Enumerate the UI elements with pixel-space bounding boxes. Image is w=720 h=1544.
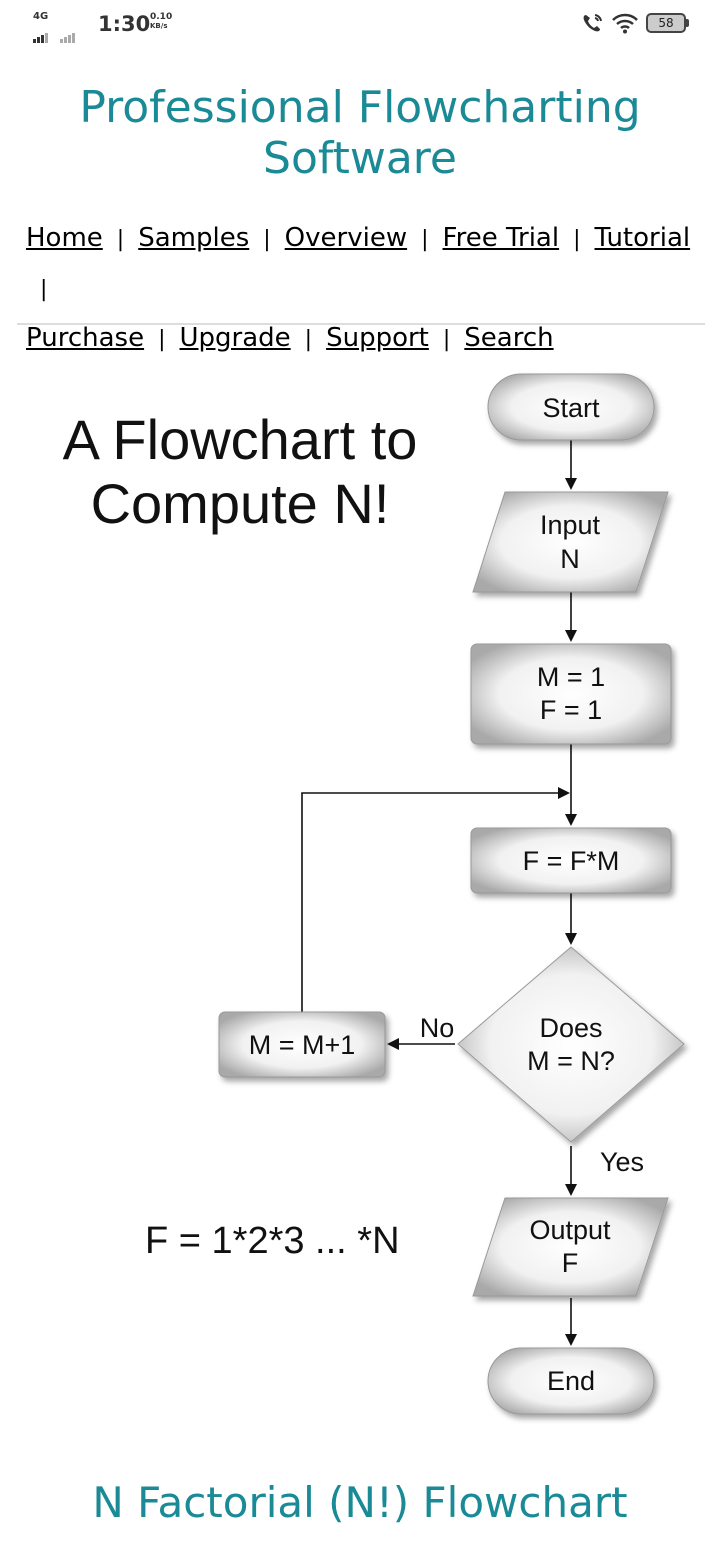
speed-unit: KB/s [150,22,168,30]
start-label: Start [542,393,600,423]
status-bar: 4G 1:30 0.10 KB/s 58 [0,0,720,50]
multiply-label: F = F*M [523,846,620,876]
nav-separator: | [116,227,125,252]
output-label-line2: F [562,1248,579,1278]
section-title: N Factorial (N!) Flowchart [92,1478,628,1527]
input-node: Input N [472,491,669,593]
nav-link-purchase[interactable]: Purchase [26,323,145,353]
end-label: End [547,1366,595,1396]
battery-icon: 58 [646,13,689,33]
end-terminal-shape [487,1347,655,1415]
flowchart-heading-line2: Compute N! [90,472,390,535]
init-node: M = 1 F = 1 [470,643,672,745]
signal-icon [33,24,76,43]
nav-link-samples[interactable]: Samples [138,223,250,253]
multiply-node: F = F*M [470,827,672,894]
output-node: Output F [472,1197,669,1297]
multiply-process-shape [470,827,672,894]
header-divider [17,323,705,325]
wifi-call-icon [583,14,602,32]
start-terminal-shape [487,373,655,441]
yes-branch-label: Yes [600,1147,644,1177]
input-label-line2: N [560,544,580,574]
network-type: 4G [33,11,49,22]
arrow-loop-back [301,787,570,1012]
factorial-formula: F = 1*2*3 ... *N [145,1220,400,1262]
flowchart-heading-line1: A Flowchart to [62,408,418,471]
speed-value: 0.10 [150,12,173,22]
nav-separator: | [40,277,48,302]
flowchart-heading: A Flowchart to Compute N! [40,408,440,536]
wifi-icon [612,13,638,34]
nav-link-support[interactable]: Support [326,323,429,353]
input-parallelogram-shape [472,491,669,593]
init-process-shape [470,643,672,745]
decision-label-line2: M = N? [527,1046,615,1076]
network-speed: 0.10 KB/s [150,13,172,31]
input-label-line1: Input [540,510,601,540]
page-title: Professional Flowcharting Software [0,82,720,184]
battery-level: 58 [658,16,674,30]
init-label-line1: M = 1 [537,662,605,692]
increment-label: M = M+1 [249,1030,356,1060]
decision-node: Does M = N? [457,946,685,1143]
output-label-line1: Output [529,1215,611,1245]
nav-separator: | [263,227,271,252]
nav-separator: | [158,327,166,352]
nav-separator: | [304,327,313,352]
decision-label-line1: Does [539,1013,602,1043]
increment-node: M = M+1 [218,1011,386,1078]
init-label-line2: F = 1 [540,695,602,725]
flowchart-connectors [301,440,577,1346]
no-branch-label: No [420,1013,455,1043]
nav-link-home[interactable]: Home [26,223,103,253]
nav-separator: | [573,227,581,252]
end-node: End [487,1347,655,1415]
status-icons: 58 [580,12,689,34]
nav-menu: Home | Samples | Overview | Free Trial | Tutoria… [26,214,716,364]
nav-link-overview[interactable]: Overview [284,223,408,253]
flowchart-diagram: Start Input N M = 1 F = 1 F = F*M Does M… [218,373,685,1415]
nav-link-upgrade[interactable]: Upgrade [179,323,291,353]
output-parallelogram-shape [472,1197,669,1297]
page-title-line1: Professional Flowcharting [79,82,641,133]
nav-link-free-trial[interactable]: Free Trial [442,223,560,253]
nav-link-search[interactable]: Search [464,323,554,353]
nav-link-tutorial[interactable]: Tutorial [594,223,691,253]
nav-separator: | [421,227,429,252]
nav-separator: | [442,327,451,352]
start-node: Start [487,373,655,441]
increment-process-shape [218,1011,386,1078]
clock: 1:30 [98,12,151,36]
page-title-line2: Software [263,133,457,184]
decision-diamond-shape [457,946,685,1143]
